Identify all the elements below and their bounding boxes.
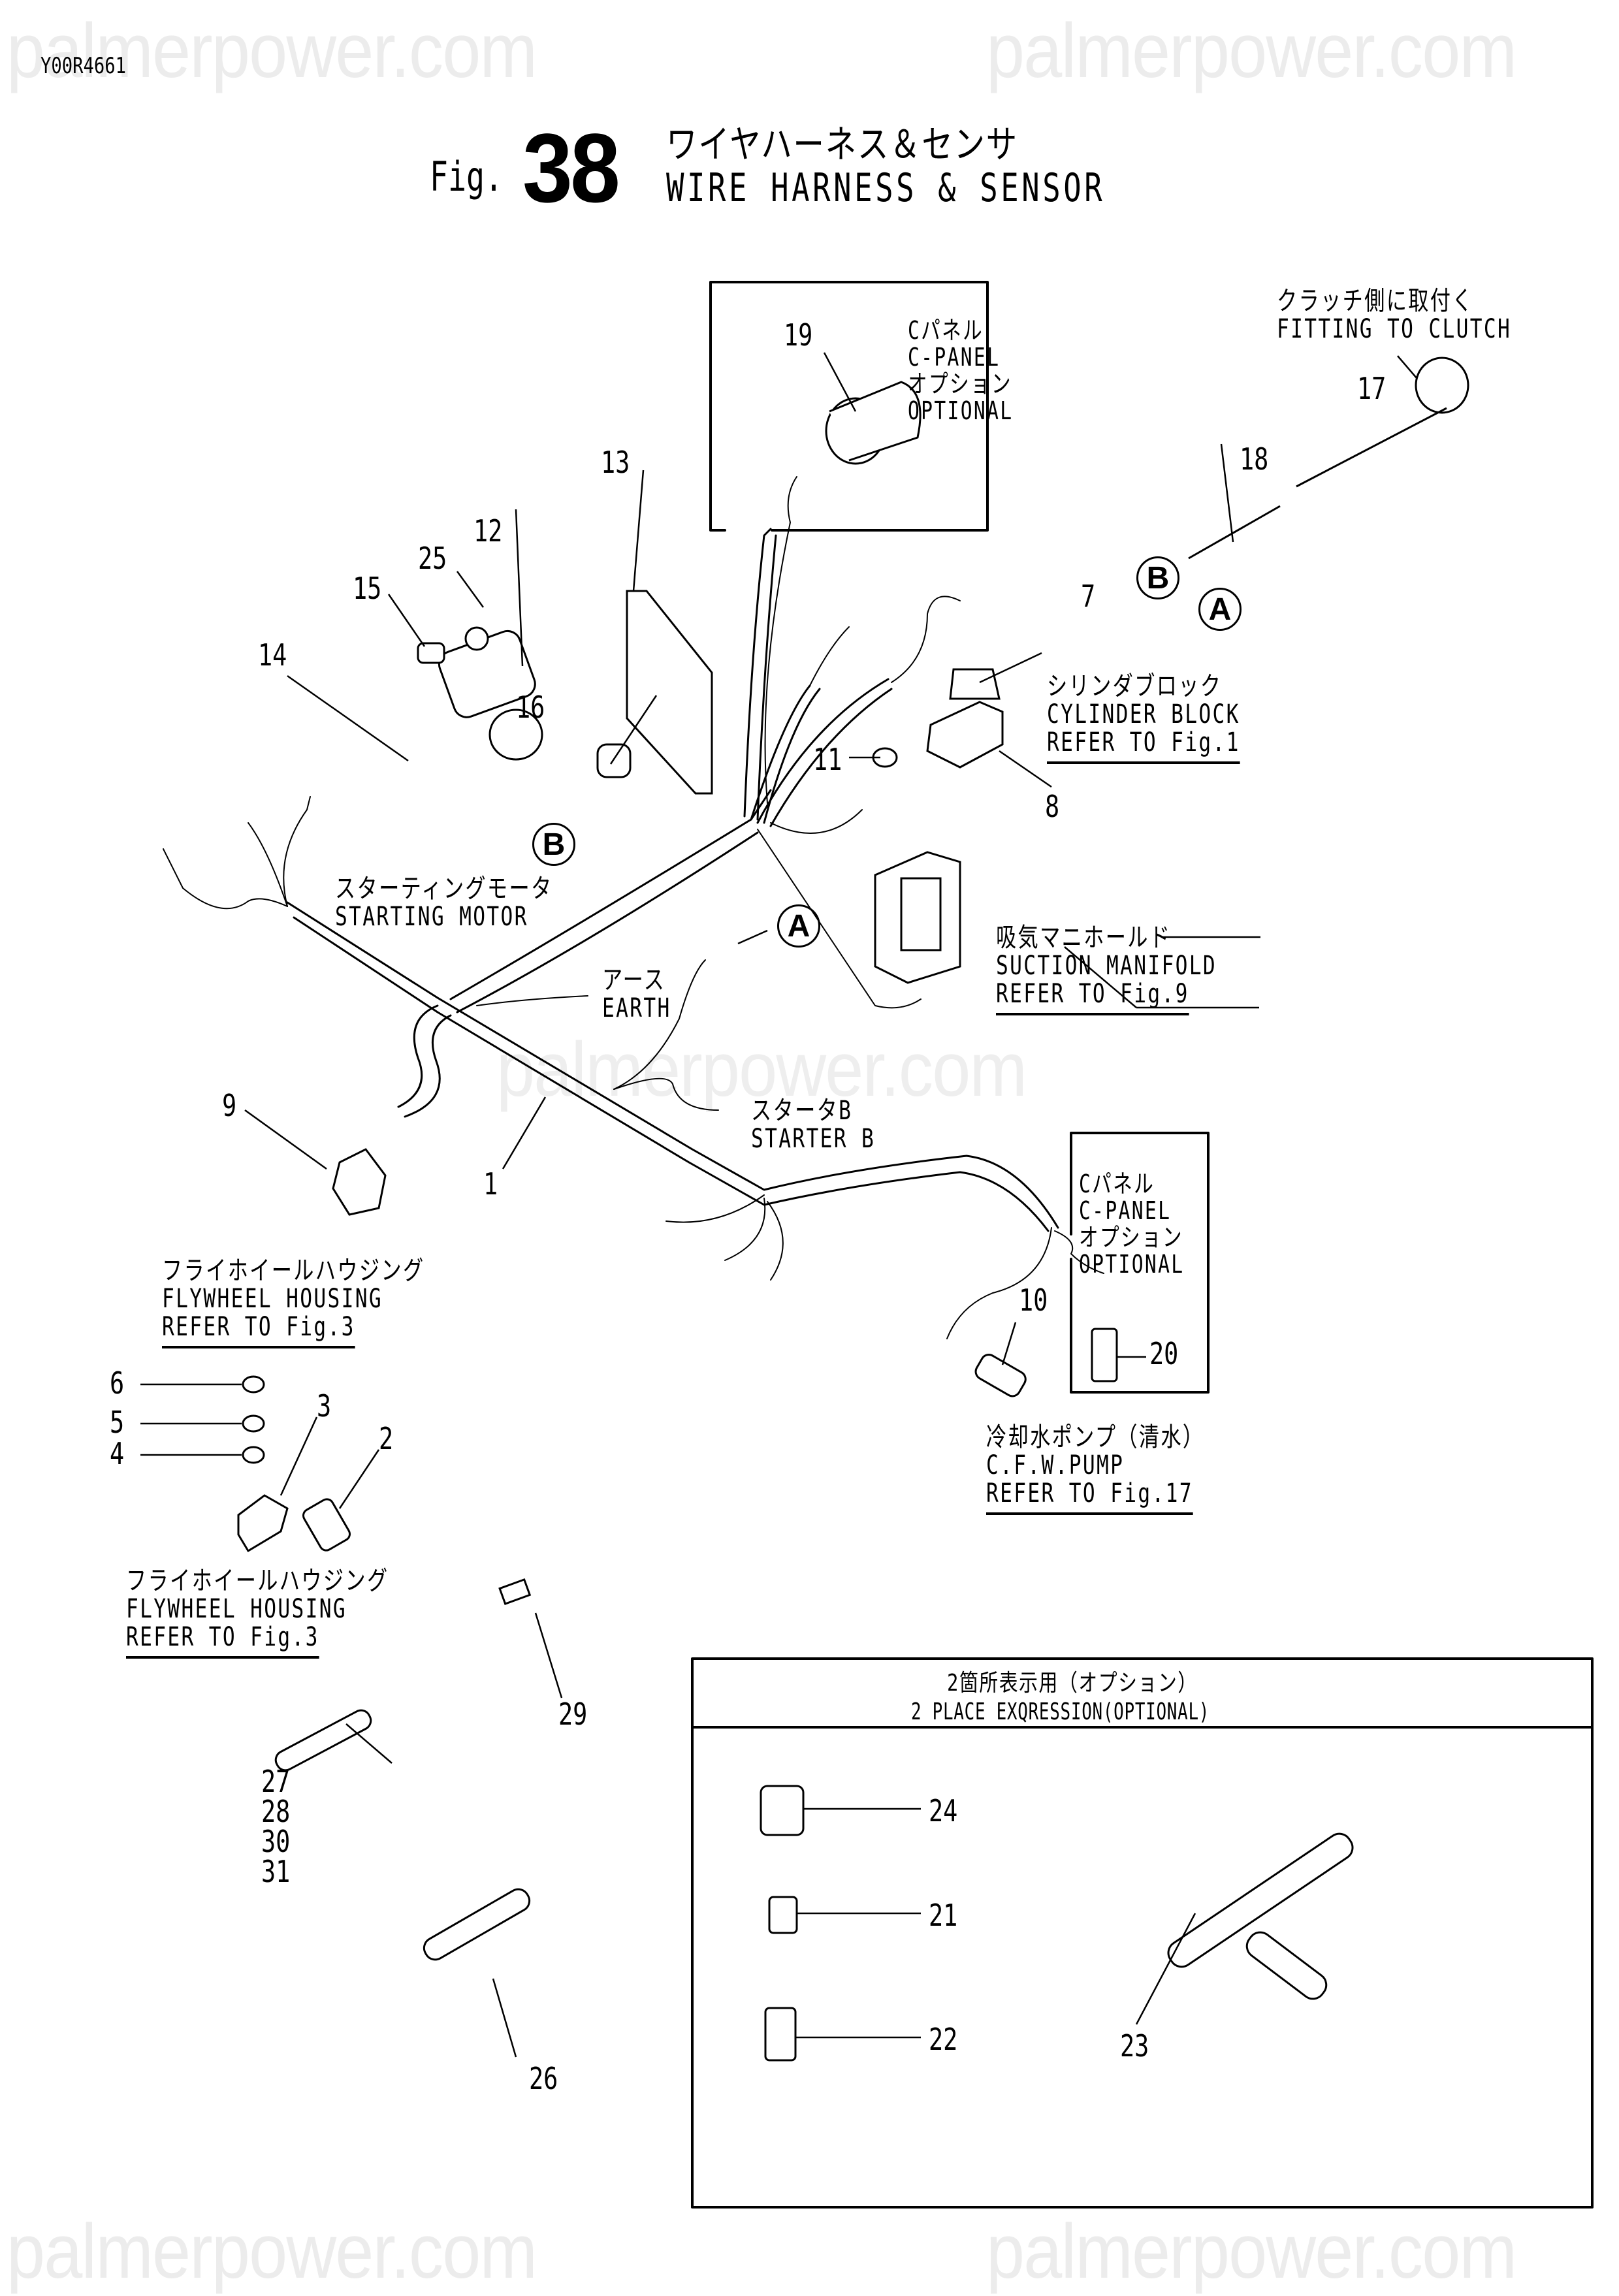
callout-14: 14 xyxy=(258,637,287,673)
callout-9: 9 xyxy=(222,1088,237,1123)
part-26-harness xyxy=(423,1888,531,1961)
part-25-washer xyxy=(464,626,489,651)
part-17-switch xyxy=(1415,357,1469,414)
part-4-washer xyxy=(242,1414,265,1433)
document-code: Y00R4661 xyxy=(40,53,127,79)
watermark: palmerpower.com xyxy=(986,2208,1517,2295)
part-29-harness xyxy=(498,1578,532,1605)
callout-17: 17 xyxy=(1357,371,1387,406)
refer-fig3-link[interactable]: REFER TO Fig.3 xyxy=(126,1622,319,1659)
callout-7: 7 xyxy=(1081,579,1096,614)
connector-a-badge: A xyxy=(1198,588,1242,631)
cpanel-mid-label: Cパネル C-PANEL オプション OPTIONAL xyxy=(1079,1170,1185,1279)
part-15-bolt xyxy=(417,642,445,664)
cpanel-top-box xyxy=(709,281,989,532)
callout-8: 8 xyxy=(1045,789,1060,824)
callout-10: 10 xyxy=(1019,1283,1048,1318)
callout-24: 24 xyxy=(929,1793,958,1828)
title-jp: ワイヤハーネス＆センサ xyxy=(666,122,1018,167)
earth-note: アース EARTH xyxy=(602,965,671,1024)
callout-6: 6 xyxy=(110,1365,125,1401)
callout-21: 21 xyxy=(929,1898,958,1933)
callout-29: 29 xyxy=(558,1697,588,1732)
part-13-bracket xyxy=(626,590,713,795)
part-2-collar xyxy=(302,1498,351,1552)
callout-26: 26 xyxy=(529,2061,558,2096)
callout-5: 5 xyxy=(110,1405,125,1440)
refer-fig9-link[interactable]: REFER TO Fig.9 xyxy=(996,979,1189,1016)
connector-b-badge: B xyxy=(532,823,575,866)
part-10-sensor xyxy=(974,1354,1027,1397)
callout-3: 3 xyxy=(317,1388,332,1424)
part-8-block xyxy=(926,701,1004,769)
connector-a-badge: A xyxy=(777,904,820,948)
callout-2: 2 xyxy=(379,1421,394,1456)
callout-23: 23 xyxy=(1120,2028,1149,2064)
two-place-title-en: 2 PLACE EXQRESSION(OPTIONAL) xyxy=(911,1698,1210,1725)
fig-prefix: Fig. xyxy=(430,153,503,200)
part-23-harness xyxy=(1167,1832,1354,1968)
cylinder-block-note: シリンダブロック CYLINDER BLOCK REFER TO Fig.1 xyxy=(1047,672,1240,765)
part-3-clamp xyxy=(237,1494,289,1553)
callout-19: 19 xyxy=(784,317,813,353)
cpanel-mid-box xyxy=(1070,1132,1210,1394)
starter-b-note: スタータB STARTER B xyxy=(751,1096,876,1155)
callout-11: 11 xyxy=(813,742,842,777)
fitting-clutch-note: クラッチ側に取付く FITTING TO CLUTCH xyxy=(1277,286,1512,345)
part-9-sensor xyxy=(332,1148,387,1216)
part-5-washer xyxy=(242,1446,265,1464)
callout-27-28-30-31: 27 28 30 31 xyxy=(261,1764,291,1889)
two-place-title-jp: 2箇所表示用（オプション） xyxy=(947,1670,1198,1697)
callout-15: 15 xyxy=(353,571,382,606)
cfw-pump-note: 冷却水ポンプ（清水） C.F.W.PUMP REFER TO Fig.17 xyxy=(986,1423,1204,1516)
part-22-sensor xyxy=(764,2007,797,2062)
flywheel-housing-note-2: フライホイールハウジング FLYWHEEL HOUSING REFER TO F… xyxy=(126,1567,389,1659)
callout-25: 25 xyxy=(418,541,447,576)
title-en: WIRE HARNESS & SENSOR xyxy=(666,165,1106,211)
part-20-sensor xyxy=(1091,1328,1118,1382)
part-16-bolt xyxy=(596,743,632,778)
callout-20: 20 xyxy=(1149,1336,1179,1371)
watermark: palmerpower.com xyxy=(986,8,1517,94)
refer-fig3-link[interactable]: REFER TO Fig.3 xyxy=(162,1312,355,1349)
suction-manifold-note: 吸気マニホールド SUCTION MANIFOLD REFER TO Fig.9 xyxy=(996,923,1217,1016)
fig-number: 38 xyxy=(522,113,620,223)
callout-22: 22 xyxy=(929,2022,958,2057)
cpanel-top-label: Cパネル C-PANEL オプション OPTIONAL xyxy=(908,316,1014,426)
callout-4: 4 xyxy=(110,1436,125,1471)
callout-1: 1 xyxy=(483,1166,498,1202)
callout-16: 16 xyxy=(516,690,545,725)
callout-12: 12 xyxy=(473,513,503,549)
callout-18: 18 xyxy=(1240,441,1269,477)
watermark: palmerpower.com xyxy=(496,1027,1027,1113)
part-24-relay xyxy=(760,1785,805,1836)
harness-trunk xyxy=(286,901,1059,1229)
two-place-box xyxy=(691,1657,1594,2208)
flywheel-housing-note-1: フライホイールハウジング FLYWHEEL HOUSING REFER TO F… xyxy=(162,1256,425,1349)
watermark: palmerpower.com xyxy=(7,2208,537,2295)
part-6-bolt xyxy=(242,1375,265,1394)
starting-motor-note: スターティングモータ STARTING MOTOR xyxy=(335,874,553,933)
callout-13: 13 xyxy=(601,445,630,480)
watermark: palmerpower.com xyxy=(7,8,537,94)
part-7-sensor xyxy=(949,668,1001,700)
refer-fig1-link[interactable]: REFER TO Fig.1 xyxy=(1047,727,1240,765)
part-21-sensor xyxy=(768,1896,798,1934)
connector-b-badge: B xyxy=(1136,556,1179,599)
refer-fig17-link[interactable]: REFER TO Fig.17 xyxy=(986,1478,1193,1516)
